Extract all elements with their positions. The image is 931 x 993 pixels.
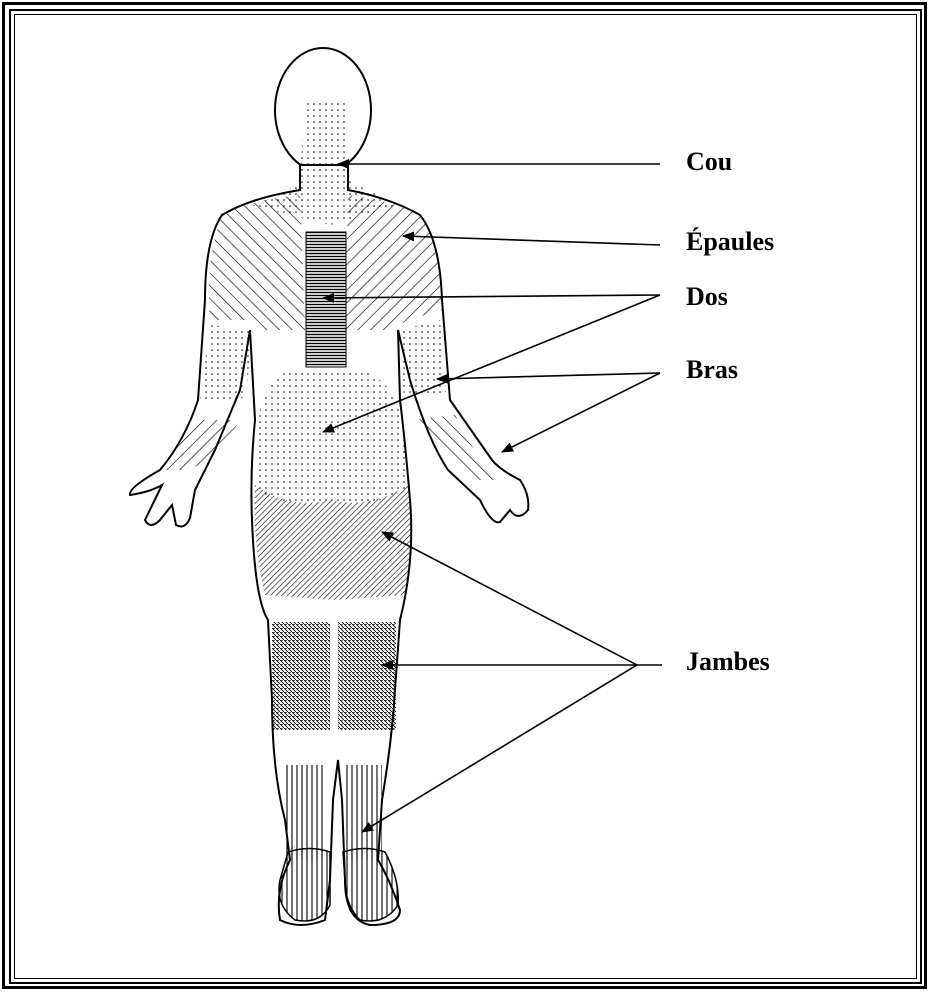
upper-back-region [306,232,346,367]
shoulders-region-left [209,195,305,330]
arrow-arms-upper [437,373,660,379]
shin-left-region [284,765,326,860]
label-neck: Cou [686,147,732,176]
shin-right-region [344,765,382,860]
foot-left [279,849,330,922]
arrow-legs-shin [362,665,637,832]
lower-back-region [255,370,405,503]
label-shoulders: Épaules [686,227,774,256]
thighs-region [254,485,410,600]
calf-left-region [272,622,330,730]
label-back: Dos [686,282,728,311]
shoulders-region-right [345,195,442,330]
calf-right-region [338,622,396,730]
label-arms: Bras [686,355,738,384]
arm-right-upper-region [400,320,446,398]
arrow-arms-lower [502,373,660,452]
label-legs: Jambes [686,647,770,676]
arm-left-lower-region [160,420,240,470]
arrow-legs-thigh [382,532,637,665]
arrow-shoulders [403,236,660,245]
